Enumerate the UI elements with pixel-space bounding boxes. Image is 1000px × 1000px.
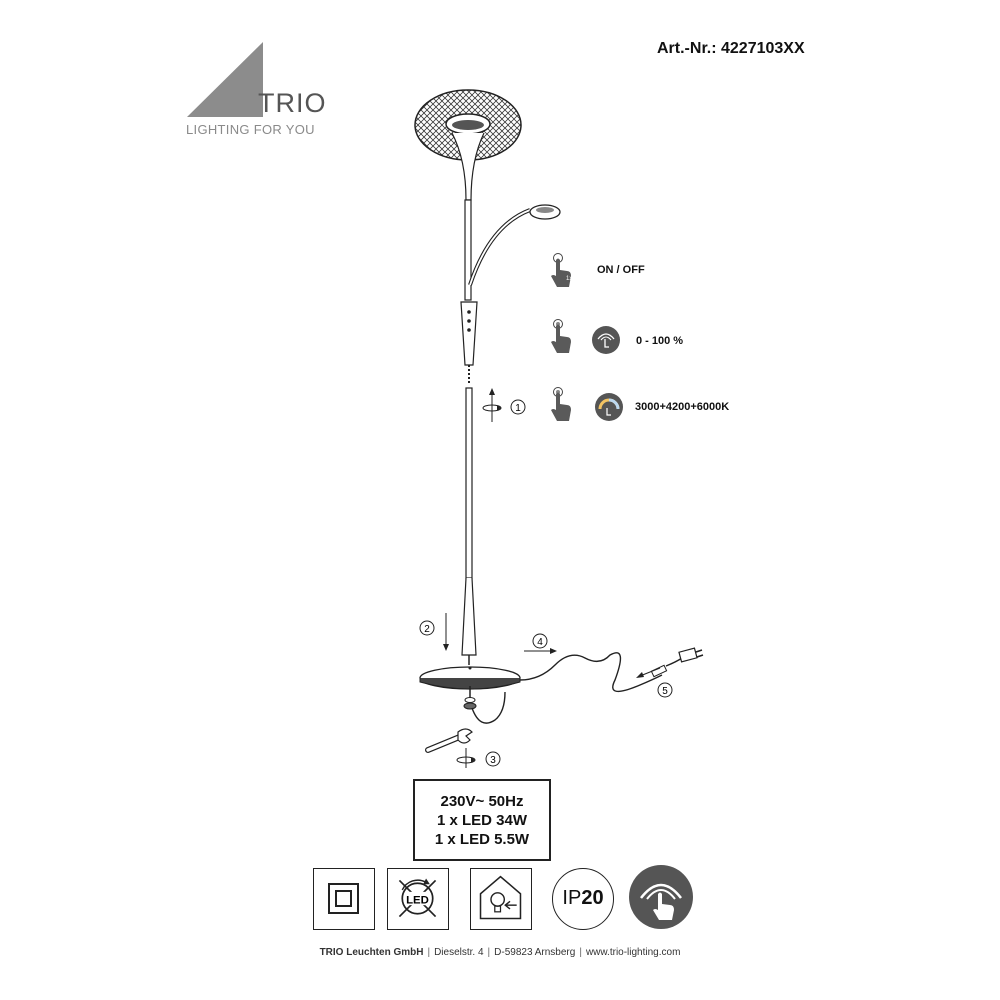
protection-class-2-icon [313, 868, 375, 930]
tap-count-label: 1x [566, 276, 572, 282]
reading-light-head [529, 204, 561, 220]
footer-web[interactable]: www.trio-lighting.com [585, 947, 681, 958]
spec-led-reading: 1 x LED 5.5W [434, 830, 530, 848]
footer-company: TRIO Leuchten GmbH [319, 947, 424, 958]
led-symbol-text: LED [406, 894, 429, 906]
footer-city: D-59823 Arnsberg [494, 947, 576, 958]
brand-name: TRIO [258, 88, 327, 118]
step-2-insert-marker: 2 [419, 613, 449, 651]
article-number: Art.-Nr.: 4227103XX [657, 40, 805, 57]
step-1-label: 1 [515, 403, 521, 414]
brand-tagline: LIGHTING FOR YOU [186, 122, 315, 137]
step-4-cable-marker: 4 [524, 633, 557, 654]
trio-logo-icon [187, 42, 263, 117]
step-2-label: 2 [424, 624, 430, 635]
step-3-label: 3 [490, 755, 496, 766]
control-dimming-label: 0 - 100 % [636, 335, 684, 347]
step-3-tighten-marker: 3 [456, 748, 501, 768]
ip-value: 20 [581, 887, 604, 909]
footer-street: Dieselstr. 4 [434, 947, 484, 958]
step-4-label: 4 [537, 637, 543, 648]
touch-dimmer-symbol-icon [629, 865, 693, 929]
touch-dimmer-icon [592, 326, 620, 354]
step-5-plug-marker: 5 [636, 667, 673, 698]
spec-led-main: 1 x LED 34W [436, 811, 528, 829]
control-on-off-label: ON / OFF [597, 264, 645, 276]
control-color-temperature-label: 3000+4200+6000K [635, 401, 730, 413]
tap-hold-icon-2 [551, 387, 571, 421]
color-temperature-icon [595, 393, 623, 421]
tap-once-icon: 1x [551, 253, 572, 287]
led-not-replaceable-icon: LED [387, 868, 449, 930]
lamp-base [419, 666, 521, 690]
specs-box: 230V~ 50Hz 1 x LED 34W 1 x LED 5.5W [413, 779, 551, 861]
floor-lamp-drawing: 1 2 3 4 5 [414, 89, 704, 768]
step-1-rotate-marker: 1 [482, 388, 526, 422]
spec-voltage: 230V~ 50Hz [440, 792, 524, 810]
tap-hold-icon [551, 319, 571, 353]
ip-prefix: IP [562, 887, 582, 909]
power-plug [678, 647, 704, 663]
step-5-label: 5 [662, 686, 668, 697]
indoor-use-only-icon [470, 868, 532, 930]
ip-rating-icon: IP20 [552, 868, 614, 930]
footer: TRIO Leuchten GmbH|Dieselstr. 4|D-59823 … [319, 947, 681, 958]
wrench-tool [425, 728, 473, 753]
top-shade [414, 89, 522, 161]
